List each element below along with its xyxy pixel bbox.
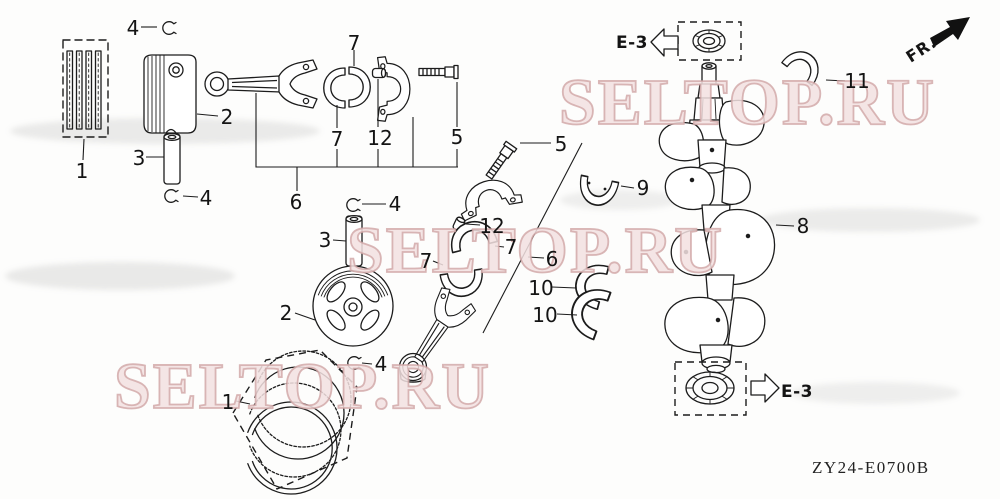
circlip bbox=[162, 21, 177, 35]
main-bearing-upper bbox=[575, 174, 620, 210]
e3-arrow-left-icon bbox=[650, 28, 679, 57]
rod-big-end-depth bbox=[398, 352, 428, 383]
part-callout: 2 bbox=[279, 301, 293, 325]
part-callout: 5 bbox=[450, 125, 464, 149]
part-callout: 8 bbox=[796, 214, 810, 238]
rod-bearing-shell-left bbox=[323, 67, 346, 109]
oil-seal-bottom bbox=[674, 361, 747, 416]
part-callout: 12 bbox=[367, 126, 393, 150]
oil-hole bbox=[603, 187, 607, 191]
piston-ring-set-hexagon bbox=[232, 349, 358, 495]
part-callout: 1 bbox=[221, 390, 235, 414]
scan-noise bbox=[760, 208, 980, 232]
crankshaft bbox=[658, 62, 776, 374]
part-callout: 6 bbox=[289, 190, 303, 214]
part-callout: 7 bbox=[347, 31, 361, 55]
part-callout: 11 bbox=[844, 69, 870, 93]
part-callout: 5 bbox=[554, 132, 568, 156]
circlip bbox=[164, 189, 179, 203]
piston-ring-set-box bbox=[62, 39, 109, 138]
fr-arrow-icon bbox=[930, 17, 970, 47]
part-callout: 10 bbox=[528, 276, 554, 300]
part-callout: 7 bbox=[419, 249, 433, 273]
rod-bearing-cap-upper bbox=[376, 56, 411, 122]
thrust-washer-b bbox=[563, 281, 612, 341]
part-callout: 9 bbox=[636, 176, 650, 200]
leader-lines bbox=[82, 26, 846, 405]
e3-reference-bottom: E-3 bbox=[781, 382, 813, 402]
piston-side-view bbox=[143, 54, 197, 134]
part-callout: 2 bbox=[220, 105, 234, 129]
scan-noise bbox=[5, 262, 235, 290]
rod-bolt-upper bbox=[418, 64, 459, 80]
ring-bars bbox=[66, 50, 102, 130]
rod-bolt-lower bbox=[483, 140, 518, 182]
connecting-rod-upper bbox=[204, 59, 318, 109]
scan-noise bbox=[790, 382, 960, 404]
circlip bbox=[346, 198, 361, 212]
part-callout: 3 bbox=[318, 228, 332, 252]
part-callout: 12 bbox=[479, 214, 505, 238]
e3-arrow-right-icon bbox=[750, 373, 780, 403]
part-callout: 10 bbox=[532, 303, 558, 327]
rod-bearing-shell-right bbox=[348, 66, 371, 108]
part-callout: 7 bbox=[330, 127, 344, 151]
watermark-text: SELTOP.RU bbox=[113, 350, 491, 423]
part-callout: 6 bbox=[545, 247, 559, 271]
dowel-pin-upper bbox=[371, 67, 387, 79]
part-callout: 7 bbox=[504, 235, 518, 259]
e3-reference-top: E-3 bbox=[616, 33, 648, 53]
part-callout: 1 bbox=[75, 159, 89, 183]
watermark-text: SELTOP.RU bbox=[346, 214, 724, 287]
part-callout: 4 bbox=[374, 352, 388, 376]
diagram-code: ZY24-E0700B bbox=[812, 458, 930, 477]
part-callout: 3 bbox=[132, 146, 146, 170]
oil-seal-top bbox=[677, 21, 742, 61]
watermark-text: SELTOP.RU bbox=[558, 66, 936, 139]
part-callout: 4 bbox=[126, 16, 140, 40]
part-callout: 4 bbox=[199, 186, 213, 210]
part-callout: 4 bbox=[388, 192, 402, 216]
piston-bottom-view bbox=[312, 265, 394, 347]
oil-hole bbox=[587, 181, 591, 185]
piston-pin-upper bbox=[163, 132, 181, 185]
